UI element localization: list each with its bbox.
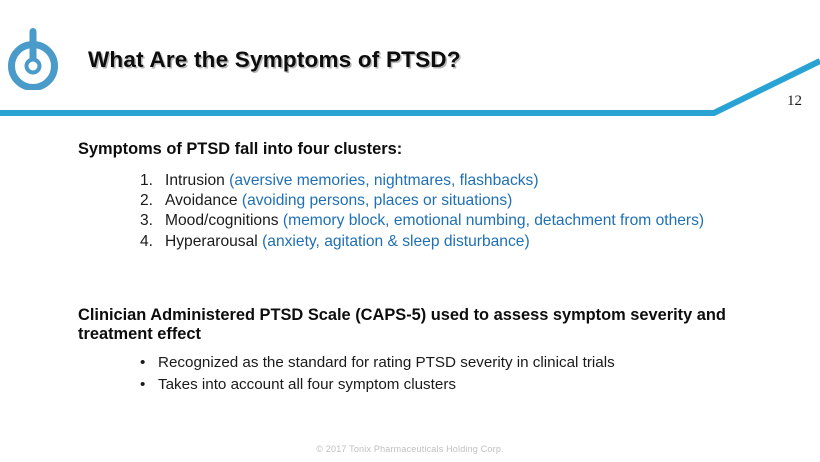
list-marker: 1. [140,172,154,189]
list-item-text: Takes into account all four symptom clus… [158,376,456,394]
list-item: 4. Hyperarousal (anxiety, agitation & sle… [140,232,790,251]
list-item-term: Intrusion [165,172,225,189]
symptom-cluster-list: 1. Intrusion (aversive memories, nightmar… [140,171,790,252]
list-item-term: Hyperarousal [165,232,258,250]
list-item: • Takes into account all four symptom clu… [138,374,788,396]
bullet-marker: • [140,376,146,394]
section-heading-symptoms: Symptoms of PTSD fall into four clusters… [78,140,403,158]
list-marker: 2. [140,192,154,210]
list-item: 2. Avoidance (avoiding persons, places or… [140,191,790,210]
slide-number: 12 [787,93,802,109]
page-title: What Are the Symptoms of PTSD? [88,47,461,72]
list-item: 1. Intrusion (aversive memories, nightmar… [140,171,790,190]
tonix-logo [6,24,60,90]
list-marker: 4. [140,232,154,250]
bullet-marker: • [140,354,146,371]
list-item-detail: (avoiding persons, places or situations) [241,192,513,210]
list-item-detail: (aversive memories, nightmares, flashbac… [229,172,539,189]
list-marker: 3. [140,212,154,230]
list-item-term: Avoidance [165,192,238,210]
section-heading-caps5: Clinician Administered PTSD Scale (CAPS-… [78,306,726,344]
list-item-text: Recognized as the standard for rating PT… [158,354,615,371]
copyright-notice: © 2017 Tonix Pharmaceuticals Holding Cor… [316,444,504,454]
list-item: 3. Mood/cognitions (memory block, emotion… [140,211,790,230]
list-item-detail: (anxiety, agitation & sleep disturbance) [262,232,530,250]
list-item: • Recognized as the standard for rating P… [138,352,788,374]
list-item-term: Mood/cognitions [165,212,279,230]
list-item-detail: (memory block, emotional numbing, detach… [282,212,705,230]
caps5-bullet-list: • Recognized as the standard for rating P… [138,352,788,396]
